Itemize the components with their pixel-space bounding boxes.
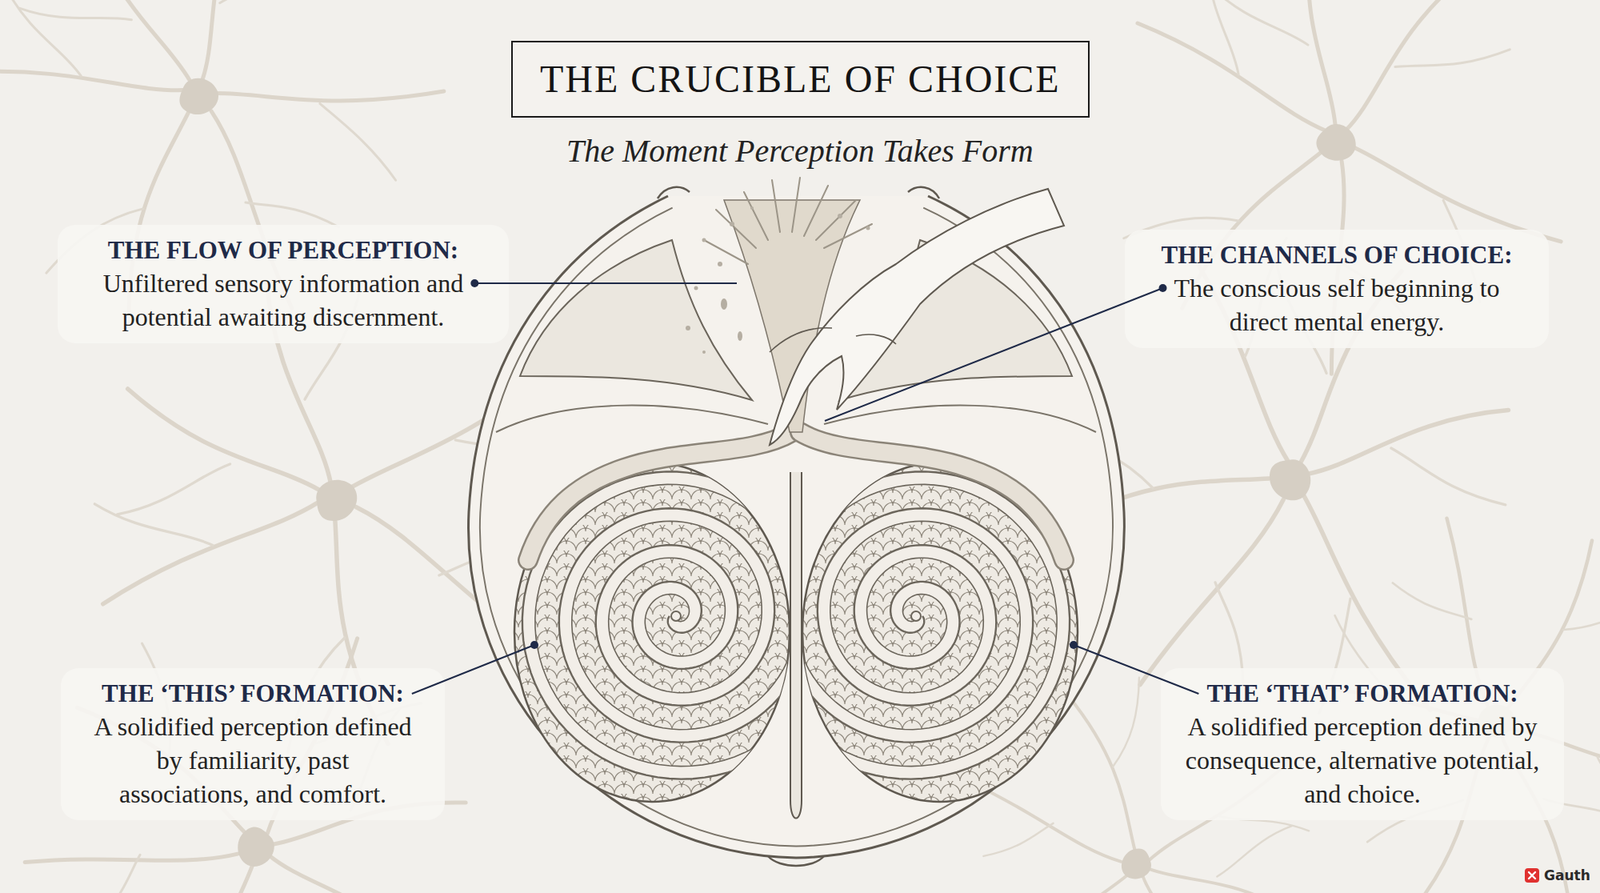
vessel-foot	[768, 856, 824, 866]
callout-heading: THE CHANNELS OF CHOICE:	[1161, 239, 1513, 272]
watermark-text: Gauth	[1544, 866, 1591, 884]
flow-channel	[528, 432, 792, 560]
watermark-logo	[1524, 868, 1540, 883]
diagram-subtitle: The Moment Perception Takes Form	[566, 131, 1034, 172]
flow-channel	[528, 432, 792, 560]
callout-heading: THE ‘THAT’ FORMATION:	[1206, 677, 1518, 710]
callout-body: A solidified perception defined by conse…	[1178, 709, 1547, 811]
hand	[769, 188, 1064, 445]
neuron	[1018, 0, 1600, 464]
flow-channel	[800, 432, 1064, 560]
callout-panel: THE CHANNELS OF CHOICE:The conscious sel…	[1124, 229, 1549, 348]
diagram-title: THE CRUCIBLE OF CHOICE	[540, 56, 1061, 103]
upper-chamber	[520, 240, 752, 400]
vessel-outline	[468, 196, 1125, 858]
leader-line	[474, 282, 737, 284]
callout-body: Unfiltered sensory information and poten…	[75, 266, 492, 334]
leader-line	[824, 288, 1164, 421]
spiral-core	[911, 611, 921, 621]
flow-channel	[800, 432, 1064, 560]
title-frame: THE CRUCIBLE OF CHOICE	[511, 40, 1090, 118]
callout-panel: THE FLOW OF PERCEPTION:Unfiltered sensor…	[57, 224, 509, 344]
callout-heading: THE ‘THIS’ FORMATION:	[101, 677, 404, 710]
center-divider	[790, 472, 802, 819]
spiral-core	[671, 611, 681, 621]
splash	[704, 177, 872, 264]
neuron	[0, 534, 552, 893]
callout-panel: THE ‘THAT’ FORMATION:A solidified percep…	[1160, 668, 1564, 820]
hand-detail	[769, 328, 896, 352]
callout-body: The conscious self beginning to direct m…	[1148, 271, 1525, 339]
leader-dot	[1069, 640, 1078, 649]
callout-body: A solidified perception defined by famil…	[92, 709, 413, 811]
leader-dot	[530, 640, 539, 649]
callout-heading: THE FLOW OF PERCEPTION:	[108, 234, 459, 267]
callout-panel: THE ‘THIS’ FORMATION:A solidified percep…	[60, 668, 445, 820]
